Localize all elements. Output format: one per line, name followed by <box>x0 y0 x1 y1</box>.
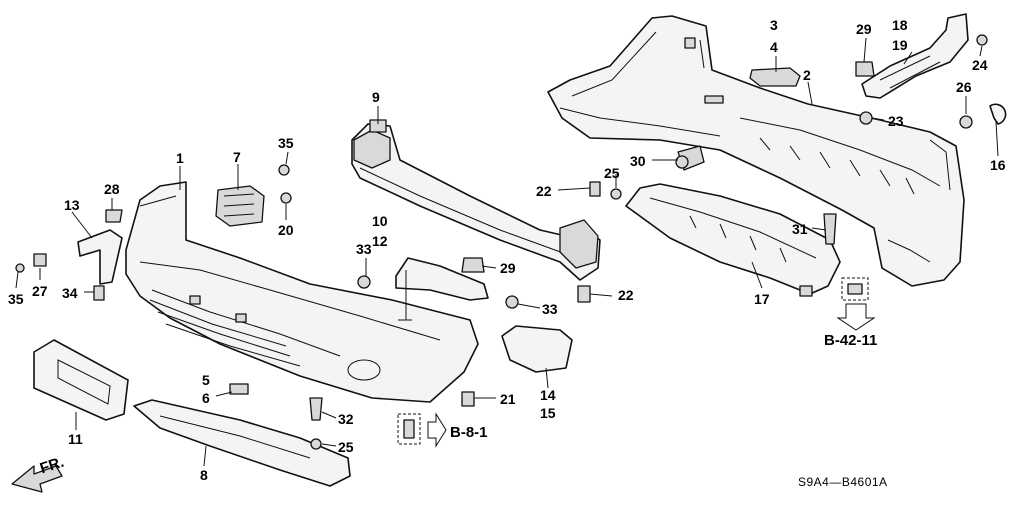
part-32-clip <box>309 397 323 421</box>
callout-7: 7 <box>233 149 241 165</box>
callout-4: 4 <box>770 39 778 55</box>
diagram-code: S9A4—B4601A <box>798 475 888 489</box>
callout-26: 26 <box>956 79 972 95</box>
part-30-sensor <box>675 145 705 171</box>
rear-lower-skirt <box>625 183 841 297</box>
part-11-license-plate-base <box>33 339 129 421</box>
callout-21: 21 <box>500 391 516 407</box>
callout-28: 28 <box>104 181 120 197</box>
callout-15: 15 <box>540 405 556 421</box>
leader-lines <box>15 37 999 467</box>
callout-27: 27 <box>32 283 48 299</box>
callout-22-upper: 22 <box>536 183 552 199</box>
callout-5: 5 <box>202 372 210 388</box>
part-28-clip <box>105 209 123 223</box>
part-7-bracket <box>215 185 265 227</box>
callout-32: 32 <box>338 411 354 427</box>
callout-22-lower: 22 <box>618 287 634 303</box>
front-bumper-cover <box>125 181 479 403</box>
callout-33-left: 33 <box>356 241 372 257</box>
front-bumper-beam <box>351 119 601 281</box>
callout-23: 23 <box>888 113 904 129</box>
callout-19: 19 <box>892 37 908 53</box>
callout-6: 6 <box>202 390 210 406</box>
part-23-nut <box>859 111 873 125</box>
part-33-bolt-right <box>505 295 519 309</box>
callout-33-right: 33 <box>542 301 558 317</box>
callout-35-upper: 35 <box>278 135 294 151</box>
part-3-4-bracket <box>749 67 801 87</box>
part-5-6-clip <box>229 383 249 395</box>
callout-35-left: 35 <box>8 291 24 307</box>
callout-25-lower: 25 <box>338 439 354 455</box>
part-29-clip-front <box>461 257 485 273</box>
callout-2: 2 <box>803 67 811 83</box>
part-14-15-bracket <box>501 325 573 373</box>
callout-16: 16 <box>990 157 1006 173</box>
callout-11: 11 <box>68 431 83 447</box>
callout-20: 20 <box>278 222 294 238</box>
part-25-screw-lower <box>310 438 322 450</box>
part-29-clip <box>855 61 875 77</box>
callout-29-front: 29 <box>500 260 516 276</box>
callout-30: 30 <box>630 153 646 169</box>
callout-12: 12 <box>372 233 388 249</box>
part-24-bolt <box>976 34 988 46</box>
part-16-grommet <box>989 103 1007 125</box>
part-33-bolt-left <box>357 275 371 289</box>
part-25-screw-upper <box>610 188 622 200</box>
part-22-bolt-upper <box>589 181 601 197</box>
callout-13: 13 <box>64 197 80 213</box>
callout-8: 8 <box>200 467 208 483</box>
callout-25-upper: 25 <box>604 165 620 181</box>
part-8-lower-spoiler <box>133 399 351 487</box>
callout-29-top: 29 <box>856 21 872 37</box>
callout-labels: 1 2 3 4 5 6 7 8 9 10 11 12 13 14 15 16 1… <box>8 17 1006 483</box>
part-35-screw-left <box>15 263 25 273</box>
part-35-screw-upper <box>278 164 290 176</box>
front-label: FR. <box>38 454 66 478</box>
callout-10: 10 <box>372 213 388 229</box>
ref-b-8-1: B-8-1 <box>450 424 488 441</box>
part-31-clip <box>823 213 837 245</box>
callout-18: 18 <box>892 17 908 33</box>
part-34-bolt <box>93 285 105 301</box>
part-21-bolt <box>461 391 475 407</box>
part-26-bolt <box>959 115 973 129</box>
part-22-bolt-lower <box>577 285 591 303</box>
front-direction-arrow <box>11 465 63 493</box>
part-13-bracket <box>77 229 123 285</box>
callout-14: 14 <box>540 387 556 403</box>
callout-34: 34 <box>62 285 78 301</box>
part-27-nut <box>33 253 47 267</box>
part-20-screw <box>280 192 292 204</box>
callout-31: 31 <box>792 221 808 237</box>
part-18-19-bracket <box>861 13 969 99</box>
callout-3: 3 <box>770 17 778 33</box>
callout-24: 24 <box>972 57 988 73</box>
part-12-bracket <box>395 257 489 301</box>
rear-bumper-cover <box>547 15 965 287</box>
callout-9: 9 <box>372 89 380 105</box>
callout-1: 1 <box>176 150 184 166</box>
ref-b-42-11: B-42-11 <box>824 332 877 349</box>
callout-17: 17 <box>754 291 770 307</box>
